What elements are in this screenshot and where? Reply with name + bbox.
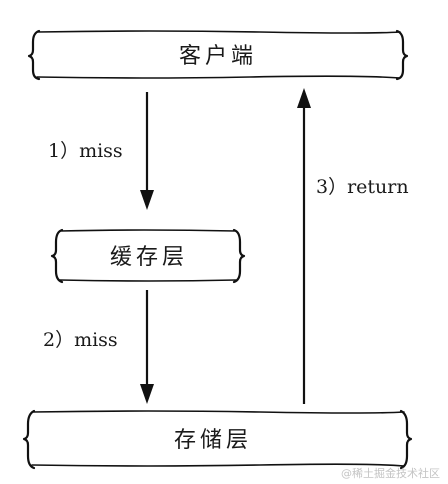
edge-cache-to-storage-label: 2）miss: [43, 329, 118, 351]
edge-storage-to-client-label: 3）return: [316, 176, 409, 198]
storage-node-left-bracket: [22, 409, 36, 470]
storage-node-top-border: [31, 410, 405, 414]
storage-node-bottom-border: [31, 463, 405, 467]
client-node-label: 客户端: [179, 44, 257, 69]
client-node-right-bracket: [395, 29, 409, 81]
cache-node-top-border: [59, 229, 237, 232]
client-node: 客户端: [27, 29, 409, 81]
cache-node-bottom-border: [59, 279, 237, 282]
storage-node: 存储层: [22, 409, 413, 470]
edge-storage-to-client-arrowhead: [297, 88, 311, 108]
edge-storage-to-client: 3）return: [297, 88, 409, 404]
edge-client-to-cache-arrowhead: [140, 190, 154, 210]
storage-node-right-bracket: [399, 409, 413, 470]
client-node-bottom-border: [36, 75, 401, 79]
edge-client-to-cache-label: 1）miss: [48, 140, 123, 162]
watermark: @稀土掘金技术社区: [341, 466, 440, 480]
edge-cache-to-storage: 2）miss: [43, 290, 154, 404]
cache-node-left-bracket: [50, 228, 64, 284]
cache-node-right-bracket: [232, 228, 246, 284]
edge-client-to-cache: 1）miss: [48, 92, 154, 210]
client-node-top-border: [36, 30, 401, 34]
client-node-left-bracket: [27, 29, 41, 81]
edge-cache-to-storage-arrowhead: [140, 384, 154, 404]
storage-node-label: 存储层: [174, 428, 252, 453]
cache-node-label: 缓存层: [110, 245, 188, 270]
cache-node: 缓存层: [50, 228, 246, 284]
